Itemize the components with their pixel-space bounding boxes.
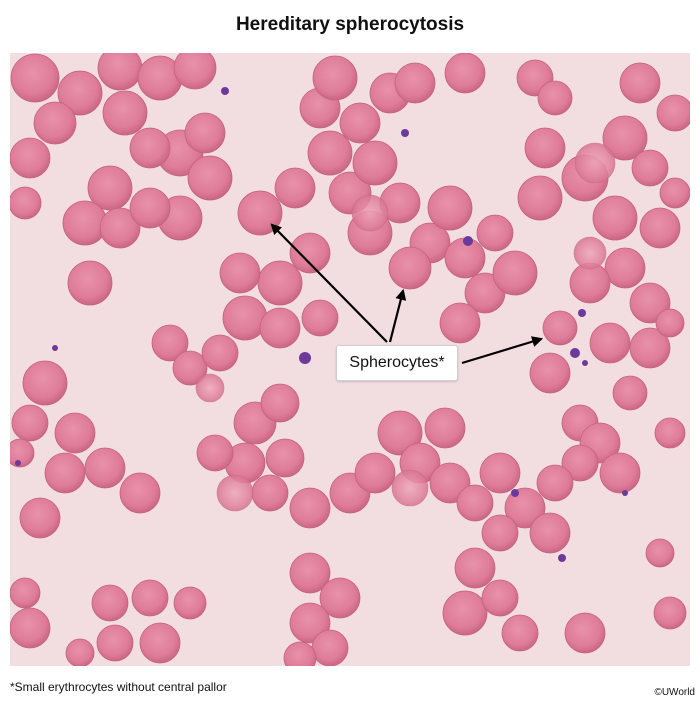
figure-title: Hereditary spherocytosis (235, 14, 465, 35)
footnote: *Small erythrocytes without central pall… (10, 680, 227, 694)
arrow-to-spherocyte-1 (270, 223, 388, 343)
annotation-arrows (270, 223, 544, 365)
arrow-to-spherocyte-2 (388, 288, 407, 343)
erythrocytes (10, 53, 690, 666)
erythrocytes-pale (195, 142, 616, 512)
arrow-to-spherocyte-3 (461, 336, 544, 365)
blood-smear-micrograph (10, 53, 690, 666)
spherocytes-label: Spherocytes* (336, 345, 458, 381)
platelets (15, 87, 628, 562)
copyright: ©UWorld (654, 687, 695, 698)
